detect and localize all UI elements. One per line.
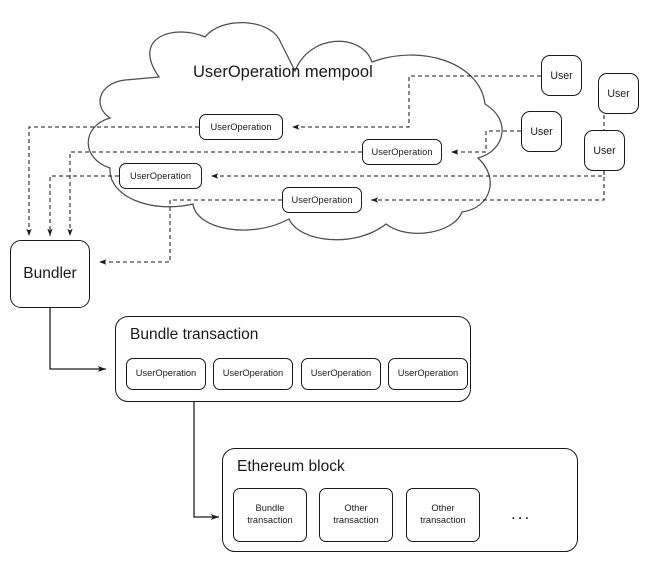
- user-box-3[interactable]: User: [521, 111, 562, 152]
- eth-tx-bundle-line1: Bundle: [255, 503, 285, 514]
- mempool-userop-1[interactable]: UserOperation: [199, 114, 283, 140]
- bundle-userop-4[interactable]: UserOperation: [388, 358, 468, 390]
- wire-bundler-to-bundle-transaction: [49, 308, 107, 372]
- user-box-1[interactable]: User: [541, 55, 582, 96]
- eth-tx-other-1-line1: Other: [344, 503, 368, 514]
- wire-bundle-transaction-to-ethereum-block: [193, 402, 220, 520]
- wire-userop4-to-bundler: [99, 199, 282, 265]
- bundle-userop-3[interactable]: UserOperation: [301, 358, 381, 390]
- eth-tx-other-2[interactable]: Other transaction: [406, 488, 480, 542]
- bundle-userop-2[interactable]: UserOperation: [213, 358, 293, 390]
- eth-tx-other-2-line1: Other: [431, 503, 455, 514]
- bundle-transaction-container[interactable]: Bundle transaction UserOperation UserOpe…: [115, 316, 471, 402]
- bundler-box[interactable]: Bundler: [10, 240, 90, 308]
- user-box-4[interactable]: User: [584, 130, 625, 171]
- wire-user4-to-userop4: [371, 163, 605, 203]
- wire-userop3-to-bundler: [47, 175, 119, 236]
- mempool-userop-2[interactable]: UserOperation: [362, 139, 442, 165]
- bundle-transaction-title: Bundle transaction: [130, 326, 259, 343]
- mempool-userop-3[interactable]: UserOperation: [119, 163, 202, 189]
- wire-user3-to-userop2: [451, 130, 521, 155]
- mempool-title: UserOperation mempool: [193, 63, 373, 81]
- user-box-2[interactable]: User: [598, 73, 639, 114]
- ethereum-block-more-ellipsis: ...: [511, 504, 532, 523]
- eth-tx-bundle-line2: transaction: [247, 515, 293, 525]
- eth-tx-bundle[interactable]: Bundle transaction: [233, 488, 307, 542]
- bundle-userop-1[interactable]: UserOperation: [126, 358, 206, 390]
- eth-tx-other-1[interactable]: Other transaction: [319, 488, 393, 542]
- ethereum-block-title: Ethereum block: [237, 458, 345, 475]
- mempool-userop-4[interactable]: UserOperation: [282, 187, 362, 213]
- ethereum-block-container[interactable]: Ethereum block Bundle transaction Other …: [222, 448, 578, 552]
- eth-tx-other-2-line2: transaction: [420, 515, 466, 525]
- eth-tx-other-1-line2: transaction: [333, 515, 379, 525]
- wire-user1-to-userop1: [292, 75, 541, 130]
